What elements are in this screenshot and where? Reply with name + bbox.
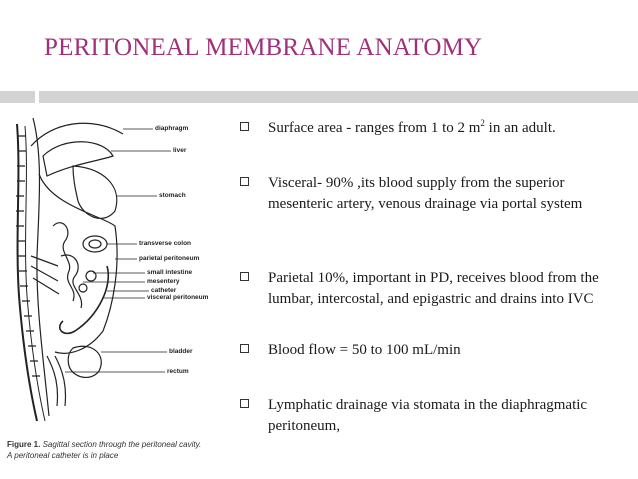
bullet-text: Lymphatic drainage via stomata in the di…: [268, 397, 588, 434]
bullet-text-end: in an adult.: [484, 120, 556, 136]
title-rule-right: [39, 91, 638, 103]
figure-caption-number: Figure 1.: [7, 440, 41, 449]
anatomy-figure: diaphragm liver stomach transverse colon…: [3, 116, 209, 476]
slide-title: PERITONEAL MEMBRANE ANATOMY: [44, 34, 483, 61]
figure-caption: Figure 1. Sagittal section through the p…: [7, 439, 203, 461]
label-small-intestine: small intestine: [147, 269, 193, 276]
bullet-text-main: Surface area - ranges from 1 to 2 m: [268, 120, 481, 136]
label-rectum: rectum: [167, 368, 189, 375]
square-bullet-icon: [240, 272, 249, 281]
bullet-text: Blood flow = 50 to 100 mL/min: [268, 342, 461, 358]
square-bullet-icon: [240, 399, 249, 408]
square-bullet-icon: [240, 177, 249, 186]
label-bladder: bladder: [169, 348, 193, 355]
bullet-text: Visceral- 90% ,its blood supply from the…: [268, 175, 583, 212]
sagittal-section-drawing: [16, 117, 171, 422]
square-bullet-icon: [240, 344, 249, 353]
bullet-text: Surface area - ranges from 1 to 2 m2 in …: [268, 118, 628, 139]
label-diaphragm: diaphragm: [155, 125, 189, 132]
label-visceral-peritoneum: visceral peritoneum: [147, 294, 209, 301]
superscript: 2: [480, 118, 485, 128]
figure-caption-text: Sagittal section through the peritoneal …: [7, 440, 202, 460]
square-bullet-icon: [240, 122, 249, 131]
bullet-text: Parietal 10%, important in PD, receives …: [268, 270, 599, 307]
title-rule-gap: [35, 91, 39, 103]
title-rule-left: [0, 91, 35, 103]
label-liver: liver: [173, 147, 187, 154]
label-parietal-peritoneum: parietal peritoneum: [139, 255, 200, 262]
label-mesentery: mesentery: [147, 278, 180, 285]
label-catheter: catheter: [151, 287, 177, 294]
label-stomach: stomach: [159, 192, 186, 199]
label-transverse-colon: transverse colon: [139, 240, 192, 247]
